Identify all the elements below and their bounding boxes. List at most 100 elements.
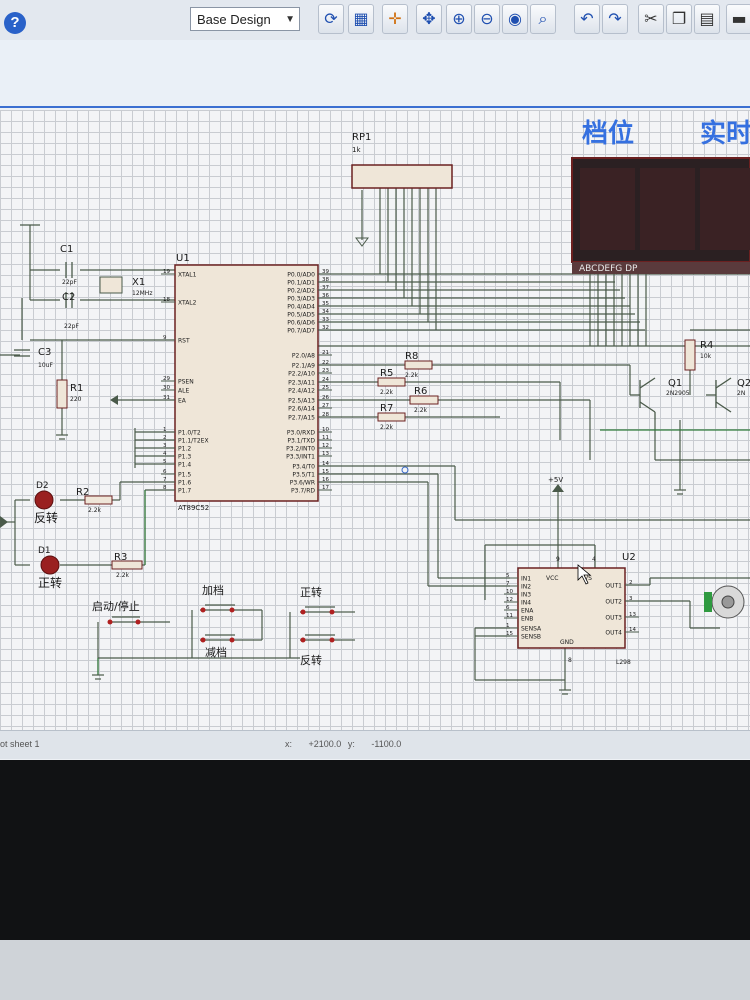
u1-pin-num: 35	[322, 301, 329, 307]
paste-icon[interactable]: ▤	[694, 4, 720, 34]
u2-pin-num: 13	[629, 612, 636, 618]
q2-symbol[interactable]	[706, 377, 732, 413]
sheet-label: ot sheet 1	[0, 739, 40, 749]
proteus-window: ? Base Design ▼ ⟳ ▦ ✛ ✥ ⊕ ⊖ ◉ ⌕ ↶ ↷ ✂ ❐ …	[0, 0, 750, 760]
button-contacts	[107, 607, 335, 643]
u2-part: L298	[616, 659, 631, 666]
u1-pin-name: P3.1/TXD	[287, 438, 315, 445]
u1-pin-num: 15	[322, 469, 329, 475]
c3-ref: C3	[38, 347, 51, 358]
ribbon-strip	[0, 40, 750, 108]
origin-icon[interactable]: ✛	[382, 4, 408, 34]
x1-value: 12MHz	[132, 290, 152, 297]
zoom-out-icon[interactable]: ⊖	[474, 4, 500, 34]
vcc-label: +5V	[548, 476, 563, 484]
display-pin-strip	[572, 262, 750, 274]
zoom-in-icon[interactable]: ⊕	[446, 4, 472, 34]
u1-pin-name: P0.6/AD6	[287, 320, 315, 327]
u1-pin-name: XTAL1	[178, 272, 197, 279]
zoom-area-icon[interactable]: ⌕	[530, 4, 556, 34]
u1-pin-name: P2.6/A14	[288, 406, 315, 413]
chevron-down-icon: ▼	[285, 14, 295, 25]
u1-pin-num: 27	[322, 403, 329, 409]
u2-body[interactable]	[517, 567, 626, 649]
u2-pin-name: IN2	[521, 584, 531, 591]
display-pin-label: ABCDEFG DP	[579, 264, 638, 274]
u2-gnd-pin-name: GND	[560, 639, 574, 646]
grid-icon[interactable]: ▦	[348, 4, 374, 34]
redo-icon[interactable]: ↷	[602, 4, 628, 34]
u2-pin-name: SENSA	[521, 626, 542, 633]
button-start-label: 启动/停止	[92, 599, 140, 613]
header-gear-label: 档位	[582, 118, 634, 149]
u1-pin-num: 16	[322, 477, 329, 483]
r5-value: 2.2k	[380, 389, 394, 396]
u2-pin-num: 5	[506, 573, 510, 579]
u1-pin-num: 5	[163, 459, 167, 465]
green-wires	[97, 429, 750, 675]
r5-ref: R5	[380, 368, 393, 379]
r8-ref: R8	[405, 351, 418, 362]
mouse-cursor-icon	[577, 564, 592, 585]
u2-pin-name: IN4	[521, 600, 531, 607]
u2-gnd-pin-num: 8	[568, 657, 572, 664]
block-icon[interactable]: ▬	[726, 4, 750, 34]
pan-icon[interactable]: ✥	[416, 4, 442, 34]
u1-pin-num: 7	[163, 477, 167, 483]
u1-body[interactable]	[174, 264, 319, 502]
r5-body[interactable]	[377, 377, 406, 387]
r7-body[interactable]	[377, 412, 406, 422]
u1-pin-num: 3	[163, 443, 167, 449]
refresh-icon[interactable]: ⟳	[318, 4, 344, 34]
help-button[interactable]: ?	[4, 12, 26, 34]
button-rev-label: 反转	[300, 653, 322, 667]
u2-pin-num: 2	[629, 580, 633, 586]
copy-icon[interactable]: ❐	[666, 4, 692, 34]
u1-pin-name: P1.3	[178, 454, 191, 461]
u1-pin-num: 14	[322, 461, 329, 467]
u1-pin-name: P3.7/RD	[291, 488, 315, 495]
u1-pin-num: 11	[322, 435, 329, 441]
u1-part: AT89C52	[178, 504, 209, 512]
u1-pin-num: 39	[322, 269, 329, 275]
u2-pin-num: 11	[506, 613, 513, 619]
u1-pin-name: P3.4/T0	[292, 464, 315, 471]
u2-ref: U2	[622, 552, 636, 563]
schematic-drawing: 档位 实时 RP1 1k ABCDEFG DP U1 AT89C52 19XTA…	[0, 118, 750, 695]
zoom-all-icon[interactable]: ◉	[502, 4, 528, 34]
r1-body[interactable]	[56, 379, 68, 409]
u1-pin-num: 22	[322, 360, 329, 366]
u1-pin-name: P0.4/AD4	[287, 304, 315, 311]
junction-marker	[401, 466, 409, 474]
d2-led[interactable]	[34, 490, 54, 510]
r3-body[interactable]	[111, 560, 143, 570]
u1-pin-name: P3.5/T1	[292, 472, 315, 479]
undo-icon[interactable]: ↶	[574, 4, 600, 34]
q2-value: 2N	[737, 390, 745, 397]
r4-body[interactable]	[684, 339, 696, 371]
x1-crystal[interactable]	[99, 276, 123, 294]
u1-ref: U1	[176, 253, 190, 264]
c1-value: 22pF	[62, 279, 77, 286]
cut-icon[interactable]: ✂	[638, 4, 664, 34]
d1-led[interactable]	[40, 555, 60, 575]
u1-pin-name: P1.7	[178, 488, 191, 495]
u1-pin-name: P2.4/A12	[288, 388, 315, 395]
u2-pin-name: SENSB	[521, 634, 541, 641]
arrow-icon	[0, 516, 8, 528]
r8-body[interactable]	[404, 360, 433, 370]
r6-body[interactable]	[409, 395, 439, 405]
toolbar: ? Base Design ▼ ⟳ ▦ ✛ ✥ ⊕ ⊖ ◉ ⌕ ↶ ↷ ✂ ❐ …	[0, 0, 750, 41]
y-value: -1100.0	[371, 739, 402, 749]
u2-vs-pin-name: VS	[584, 575, 592, 582]
r2-body[interactable]	[84, 495, 113, 505]
u1-pin-num: 2	[163, 435, 167, 441]
r1-ref: R1	[70, 383, 83, 394]
vcc-arrow-icon	[552, 484, 564, 492]
layer-select[interactable]: Base Design ▼	[190, 7, 300, 31]
digit-1	[580, 168, 635, 250]
wires	[0, 188, 750, 690]
rp1-body[interactable]	[351, 164, 453, 189]
q1-symbol[interactable]	[630, 377, 656, 420]
